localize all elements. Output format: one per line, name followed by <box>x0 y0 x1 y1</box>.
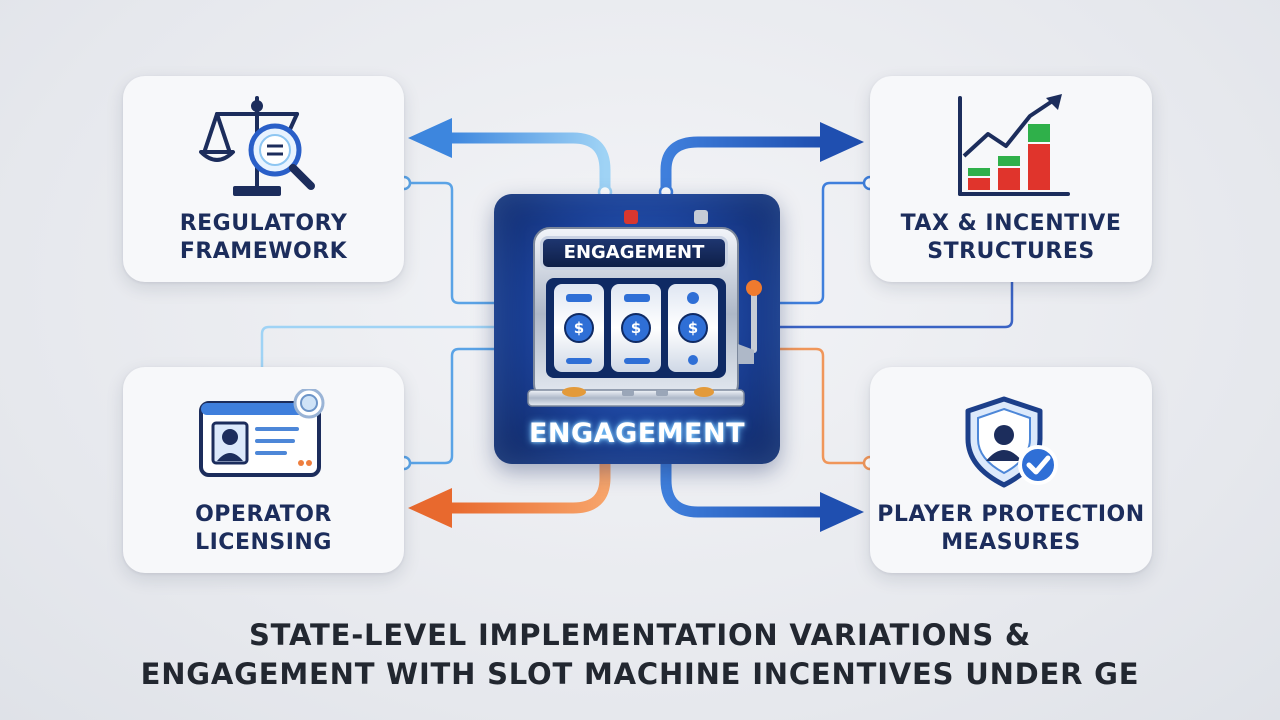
arrow-to-licensing <box>408 454 611 528</box>
player-protection-card: PLAYER PROTECTION MEASURES <box>870 367 1152 573</box>
shield-user-check-icon <box>965 396 1058 488</box>
thin-connectors <box>260 181 1014 465</box>
tax-incentive-label: TAX & INCENTIVE STRUCTURES <box>900 211 1122 264</box>
diagram-title: STATE-LEVEL IMPLEMENTATION VARIATIONS & … <box>0 616 1280 694</box>
svg-text:$: $ <box>688 319 698 337</box>
growth-bar-chart-icon <box>958 94 1070 196</box>
tax-incentive-card: TAX & INCENTIVE STRUCTURES <box>870 76 1152 282</box>
slot-machine-title: ENGAGEMENT <box>540 236 728 270</box>
operator-licensing-card: OPERATOR LICENSING <box>123 367 404 573</box>
arrow-to-regulatory <box>408 118 611 198</box>
svg-text:$: $ <box>631 319 641 337</box>
engagement-label: ENGAGEMENT <box>528 418 746 449</box>
scales-magnifier-icon <box>199 96 315 196</box>
player-protection-label: PLAYER PROTECTION MEASURES <box>877 502 1145 555</box>
engagement-center-panel: $ $ $ ENGAGEMENT ENGAGEMENT <box>494 194 780 464</box>
slot-machine-icon: $ $ $ <box>527 210 762 407</box>
diagram-title-line1: STATE-LEVEL IMPLEMENTATION VARIATIONS & <box>249 618 1031 652</box>
svg-text:$: $ <box>574 319 584 337</box>
id-license-card-icon <box>199 389 325 477</box>
operator-licensing-label: OPERATOR LICENSING <box>195 502 332 555</box>
arrow-to-protection <box>660 454 864 532</box>
diagram-title-line2: ENGAGEMENT WITH SLOT MACHINE INCENTIVES … <box>140 657 1140 691</box>
arrow-to-tax <box>660 122 864 198</box>
regulatory-framework-card: REGULATORY FRAMEWORK <box>123 76 404 282</box>
regulatory-framework-label: REGULATORY FRAMEWORK <box>179 211 348 264</box>
